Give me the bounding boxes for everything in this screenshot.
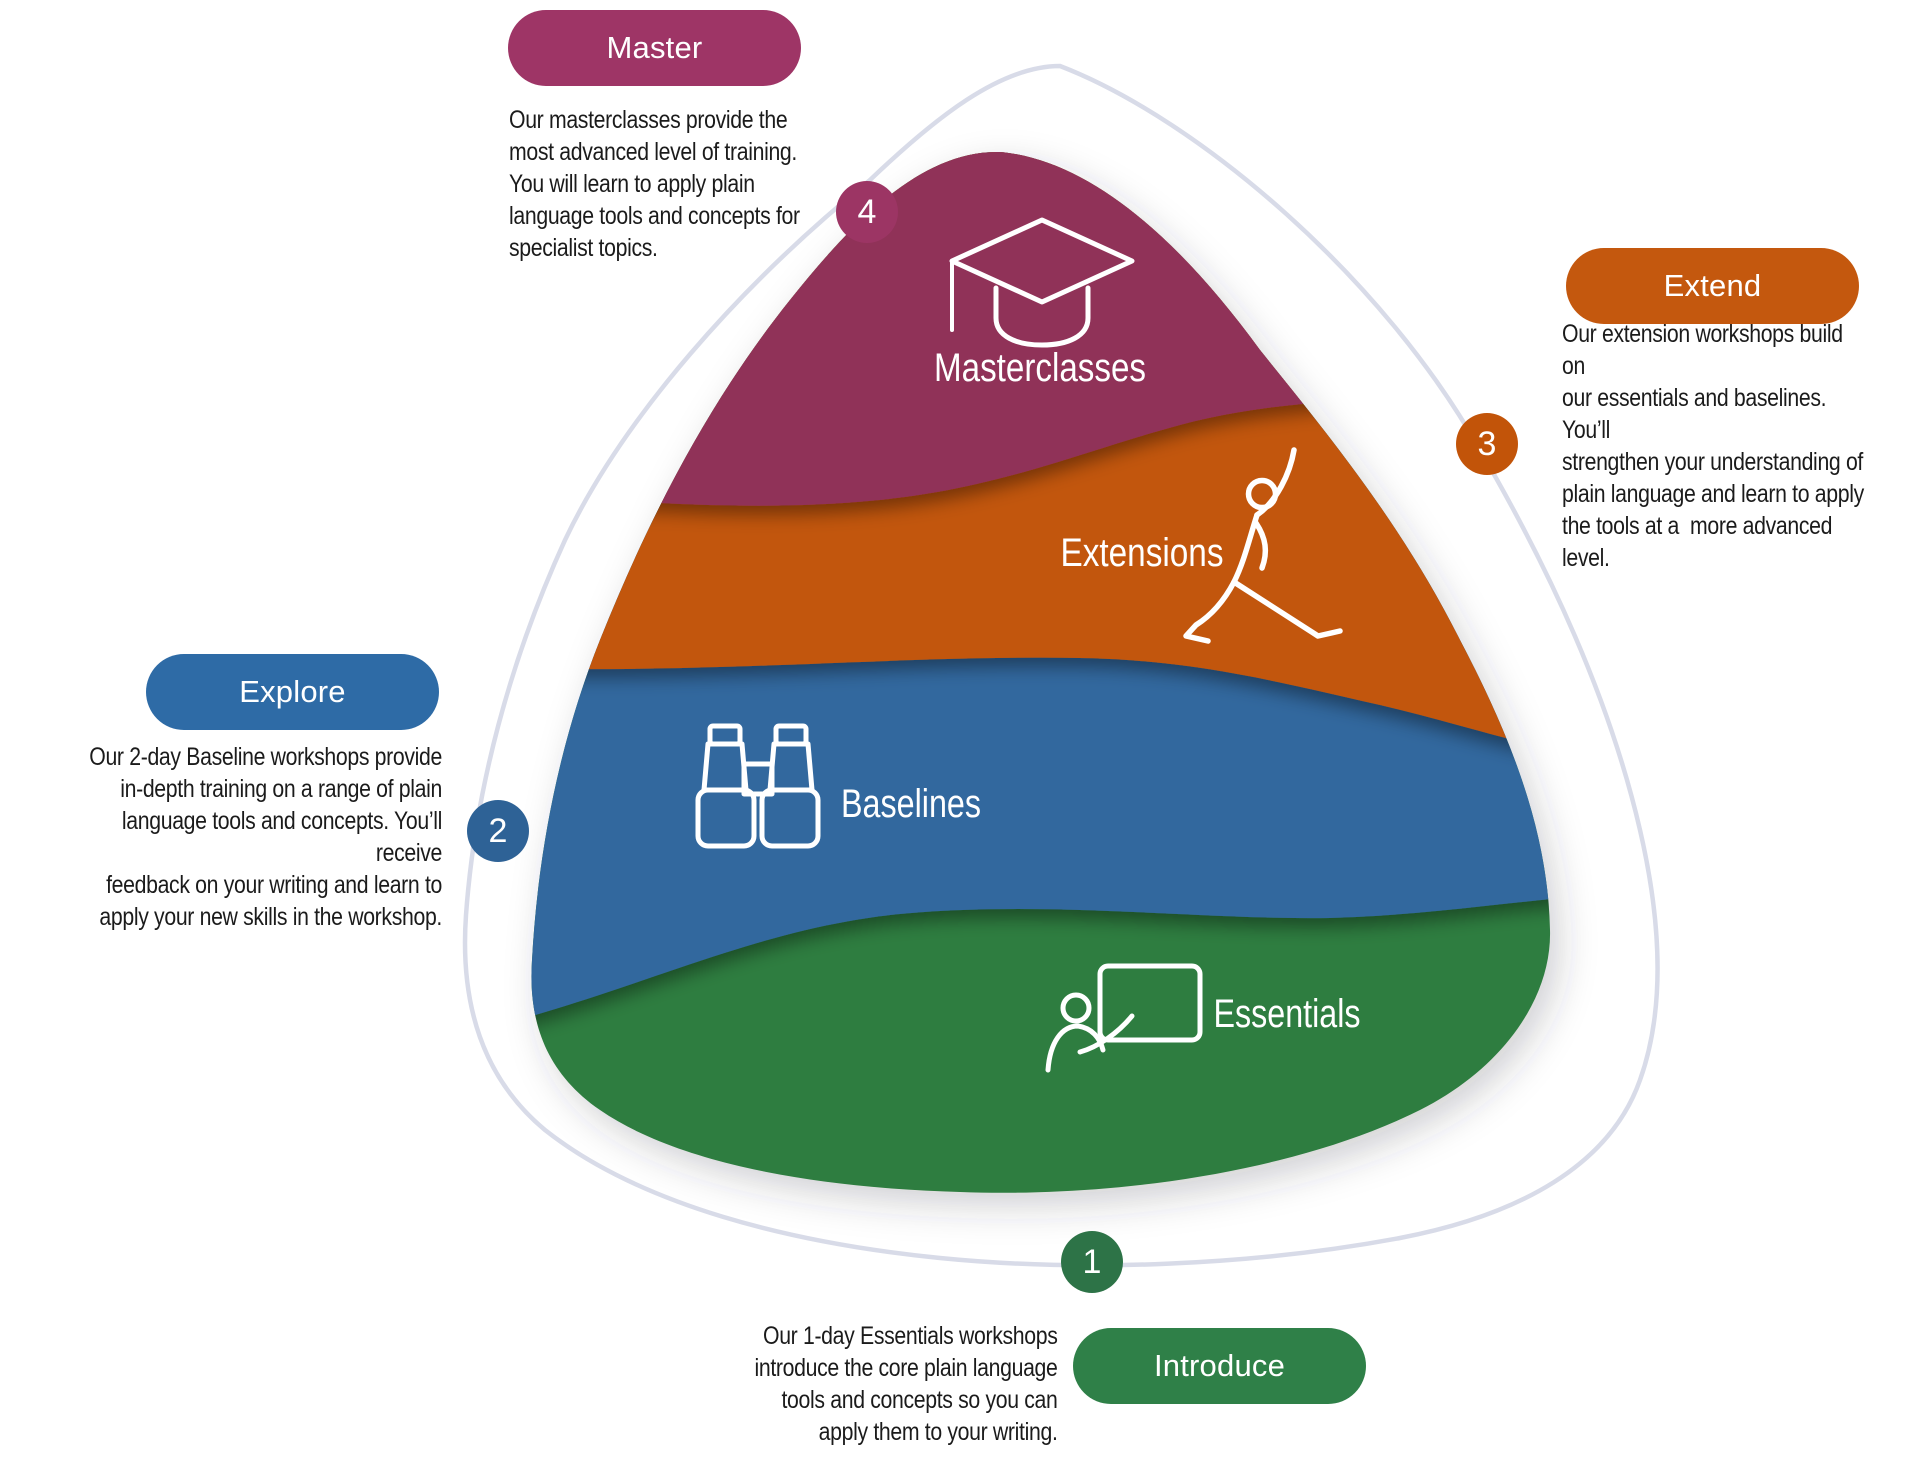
explore-pill[interactable]: Explore	[146, 654, 439, 730]
stretching-person-icon	[1183, 447, 1343, 644]
master-pill[interactable]: Master	[508, 10, 801, 86]
introduce-description: Our 1-day Essentials workshops introduce…	[754, 1322, 1058, 1446]
step-2-badge: 2	[467, 800, 529, 862]
outline-curve	[462, 63, 1660, 1268]
label-masterclasses: Masterclasses	[934, 346, 1146, 390]
explore-description: Our 2-day Baseline workshops provide in-…	[89, 743, 442, 931]
binoculars-icon	[695, 723, 821, 849]
graduation-cap-icon	[949, 217, 1135, 348]
extend-pill[interactable]: Extend	[1566, 248, 1859, 324]
step-4-badge: 4	[836, 181, 898, 243]
presenter-board-icon	[1045, 963, 1203, 1073]
extend-description: Our extension workshops build on our ess…	[1562, 320, 1864, 572]
introduce-pill[interactable]: Introduce	[1073, 1328, 1366, 1404]
step-1-badge: 1	[1061, 1231, 1123, 1293]
master-description: Our masterclasses provide the most advan…	[509, 106, 800, 262]
label-extensions: Extensions	[1061, 531, 1224, 575]
label-essentials: Essentials	[1214, 992, 1361, 1036]
step-3-badge: 3	[1456, 413, 1518, 475]
label-baselines: Baselines	[841, 782, 981, 826]
